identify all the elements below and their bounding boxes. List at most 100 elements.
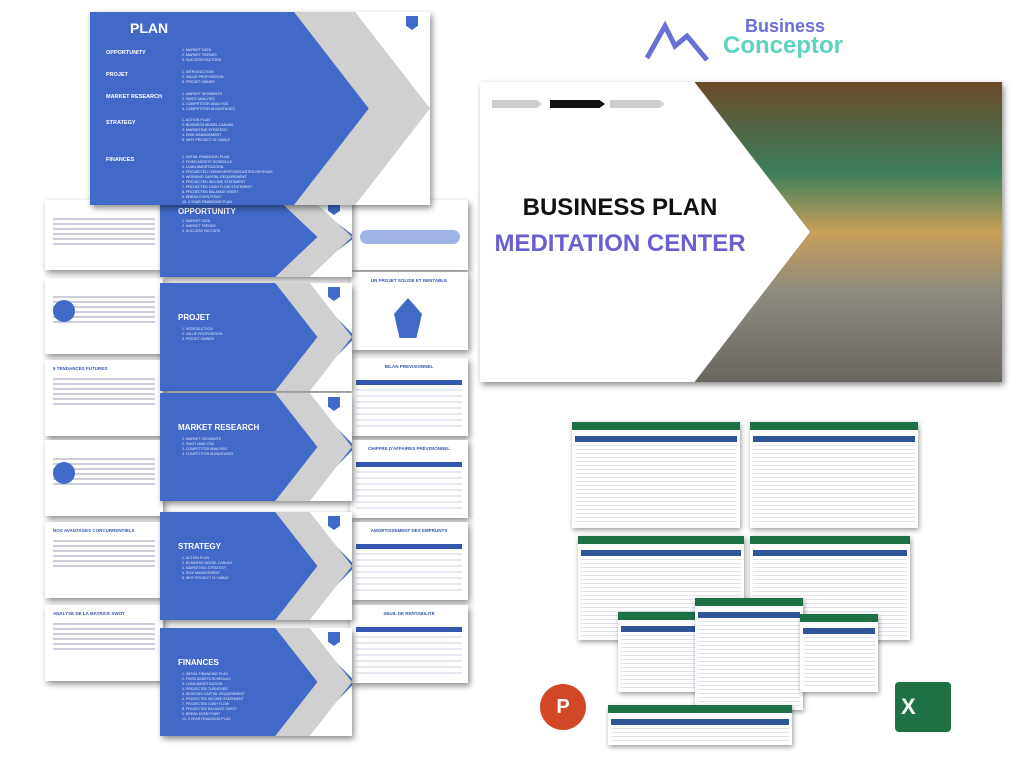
plan-section: PROJET bbox=[106, 72, 129, 78]
plan-item: 5. WHY PROJECT IS VIABLE bbox=[182, 138, 230, 142]
section-item: 2. FIXED ASSETS SCHEDULE bbox=[182, 677, 231, 681]
shield-icon bbox=[328, 287, 340, 301]
logo-conceptor: Conceptor bbox=[723, 32, 843, 59]
preview-slide-title: UN PROJET SOLIDE ET RENTABLE bbox=[370, 278, 448, 283]
plan-item: 4. PROJECTED TURNOVER/FORECASTED REVENUE bbox=[182, 170, 273, 174]
preview-slide: CHIFFRE D'AFFAIRES PRÉVISIONNEL bbox=[350, 440, 468, 518]
plan-item: 2. VALUE PROPOSITION bbox=[182, 75, 224, 79]
plan-section: OPPORTUNITY bbox=[106, 50, 146, 56]
powerpoint-letter: P bbox=[556, 695, 570, 718]
section-item: 3. PROJET OWNER bbox=[182, 337, 215, 341]
plan-item: 7. PROJECTED CASH FLOW STATEMENT bbox=[182, 185, 253, 189]
plan-section: MARKET RESEARCH bbox=[106, 94, 162, 100]
section-item: 9. BREAK-EVEN POINT bbox=[182, 712, 221, 716]
preview-slide bbox=[350, 200, 468, 270]
section-item: 3. LOAN AMORTIZATION bbox=[182, 682, 223, 686]
section-title: OPPORTUNITY bbox=[178, 207, 236, 216]
section-item: 3. COMPETITOR ANALYSIS bbox=[182, 447, 227, 451]
plan-item: 5. WORKING CAPITAL REQUIREMENT bbox=[182, 175, 247, 179]
plan-item: 1. INTRODUCTION bbox=[182, 70, 214, 74]
section-title: MARKET RESEARCH bbox=[178, 423, 260, 432]
plan-title: PLAN bbox=[130, 20, 169, 36]
section-item: 5. WORKING CAPITAL REQUIREMENT bbox=[182, 692, 246, 696]
section-item: 6. PROJECTED INCOME STATEMENT bbox=[182, 697, 244, 701]
section-title: FINANCES bbox=[178, 658, 219, 667]
preview-slide-title: CHIFFRE D'AFFAIRES PRÉVISIONNEL bbox=[367, 446, 451, 451]
powerpoint-icon: P bbox=[540, 684, 586, 730]
section-item: 1. MARKET DATA bbox=[182, 219, 211, 223]
preview-slide bbox=[45, 278, 163, 354]
section-item: 4. COMPETITOR ADVANTAGES bbox=[182, 452, 234, 456]
spreadsheet-preview bbox=[618, 612, 698, 692]
section-item: 5. WHY PROJECT IS VIABLE bbox=[182, 576, 229, 580]
preview-slide: ANALYSE DE LA MATRICE SWOT bbox=[45, 605, 163, 681]
preview-slide-title: SEUIL DE RENTABILITÉ bbox=[383, 611, 435, 616]
section-item: 4. RISK MANAGEMENT bbox=[182, 571, 221, 575]
section-title: PROJET bbox=[178, 313, 211, 322]
spreadsheet-preview bbox=[572, 422, 740, 528]
plan-item: 3. LOAN AMORTIZATION bbox=[182, 165, 224, 169]
plan-item: 10. 3 YEAR FINANCING PLAN bbox=[182, 200, 232, 204]
preview-slide: AMORTISSEMENT DES EMPRUNTS bbox=[350, 522, 468, 600]
plan-item: 1. MARKET SEGMENTS bbox=[182, 92, 223, 96]
plan-section: STRATEGY bbox=[106, 120, 136, 126]
plan-item: 2. SWOT ANALYSIS bbox=[182, 97, 215, 101]
preview-slide-title: BILAN PREVISIONNEL bbox=[384, 364, 434, 369]
plan-item: 2. MARKET TRENDS bbox=[182, 53, 217, 57]
plan-item: 2. BUSINESS MODEL CANVAS bbox=[182, 123, 234, 127]
section-item: 2. MARKET TRENDS bbox=[182, 224, 216, 228]
plan-item: 1. ACTION PLAN bbox=[182, 118, 210, 122]
plan-item: 3. MARKETING STRATEGY bbox=[182, 128, 228, 132]
logo: Business Conceptor bbox=[645, 14, 865, 64]
section-item: 2. VALUE PROPOSITION bbox=[182, 332, 223, 336]
section-item: 2. SWOT ANALYSIS bbox=[182, 442, 214, 446]
excel-letter: X bbox=[901, 694, 916, 719]
logo-business: Business bbox=[745, 16, 826, 36]
section-title: STRATEGY bbox=[178, 542, 221, 551]
plan-item: 6. PROJECTED INCOME STATEMENT bbox=[182, 180, 246, 184]
preview-slide: 5 TENDANCES FUTURES bbox=[45, 360, 163, 436]
plan-item: 3. SUCCESS FACTORS bbox=[182, 58, 222, 62]
cover-title: BUSINESS PLAN bbox=[522, 194, 718, 221]
section-item: 1. INTRODUCTION bbox=[182, 327, 213, 331]
plan-item: 3. PROJET OWNER bbox=[182, 80, 215, 84]
preview-slide: UN PROJET SOLIDE ET RENTABLE bbox=[350, 272, 468, 350]
plan-item: 9. BREAK-EVEN POINT bbox=[182, 195, 222, 199]
plan-item: 3. COMPETITOR ANALYSIS bbox=[182, 102, 228, 106]
preview-slide-title: ANALYSE DE LA MATRICE SWOT bbox=[53, 611, 125, 616]
preview-slide-title: AMORTISSEMENT DES EMPRUNTS bbox=[370, 528, 448, 533]
plan-item: 1. MARKET DATA bbox=[182, 48, 211, 52]
section-item: 7. PROJECTED CASH FLOW bbox=[182, 702, 229, 706]
preview-slide-title: 5 TENDANCES FUTURES bbox=[53, 366, 108, 371]
cover-subtitle: MEDITATION CENTER bbox=[494, 230, 746, 257]
plan-item: 4. COMPETITOR ADVANTAGES bbox=[182, 107, 235, 111]
plan-section: FINANCES bbox=[106, 157, 135, 163]
preview-slide-title: NOS AVANTAGES CONCURRENTIELS bbox=[53, 528, 135, 533]
section-item: 3. MARKETING STRATEGY bbox=[182, 566, 227, 570]
plan-item: 2. FIXED ASSETS SCHEDULE bbox=[182, 160, 233, 164]
speaker-icon bbox=[53, 462, 75, 484]
spreadsheet-preview bbox=[608, 705, 792, 745]
roadmap bbox=[360, 230, 460, 244]
mountain-logo-icon bbox=[645, 20, 709, 62]
section-item: 10. 3 YEAR FINANCING PLAN bbox=[182, 717, 231, 721]
section-item: 1. INITIAL FINANCING PLAN bbox=[182, 672, 228, 676]
plan-item: 1. INITIAL FINANCING PLAN bbox=[182, 155, 230, 159]
plan-item: 4. RISK MANAGEMENT bbox=[182, 133, 222, 137]
excel-icon: X bbox=[895, 682, 951, 732]
plant-icon bbox=[394, 298, 422, 338]
preview-slide bbox=[45, 200, 163, 270]
preview-slide: SEUIL DE RENTABILITÉ bbox=[350, 605, 468, 683]
preview-slide: BILAN PREVISIONNEL bbox=[350, 358, 468, 436]
